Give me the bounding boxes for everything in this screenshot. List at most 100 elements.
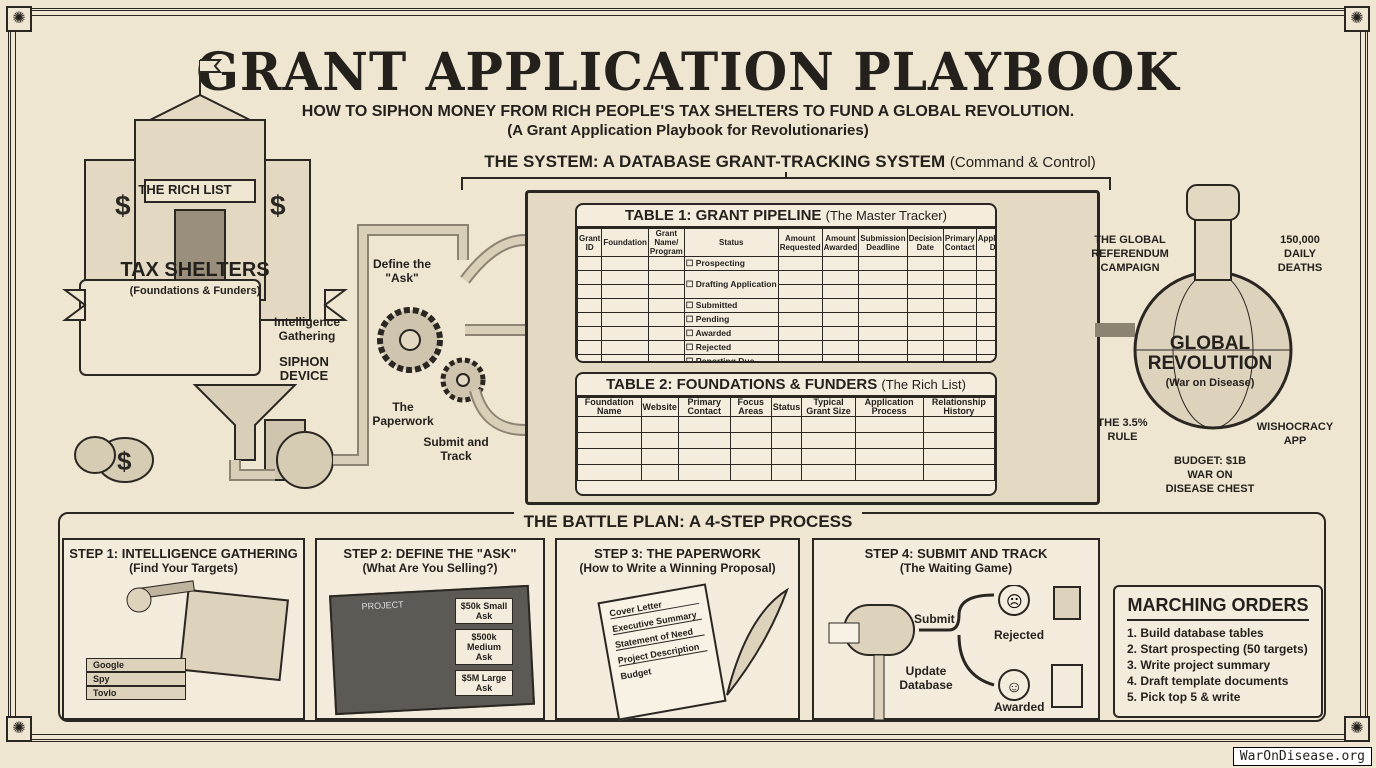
table-cell[interactable] xyxy=(975,256,995,271)
table-cell[interactable] xyxy=(821,298,860,313)
table-cell[interactable] xyxy=(677,464,731,481)
table-cell[interactable] xyxy=(801,432,856,449)
table-cell[interactable] xyxy=(975,298,995,313)
table-cell[interactable] xyxy=(942,340,977,355)
table-cell[interactable] xyxy=(922,432,995,449)
table-cell[interactable] xyxy=(942,256,977,271)
table-cell[interactable] xyxy=(922,448,995,465)
checkbox-icon[interactable]: ☐ xyxy=(685,314,696,324)
table-cell[interactable] xyxy=(801,416,856,433)
table-cell[interactable] xyxy=(777,312,823,327)
table-cell[interactable] xyxy=(777,298,823,313)
checkbox-icon[interactable]: ☐ xyxy=(685,342,696,352)
table-cell[interactable] xyxy=(577,298,603,313)
checkbox-icon[interactable]: ☐ xyxy=(685,356,696,363)
table-cell[interactable] xyxy=(647,284,685,299)
table-cell[interactable] xyxy=(577,432,642,449)
table-cell[interactable] xyxy=(942,354,977,361)
table-cell[interactable] xyxy=(677,448,731,465)
table-cell[interactable] xyxy=(577,340,603,355)
table-cell[interactable] xyxy=(801,448,856,465)
table-cell[interactable] xyxy=(577,270,603,285)
table-cell[interactable] xyxy=(640,464,679,481)
table-cell[interactable] xyxy=(577,354,603,361)
table-cell[interactable] xyxy=(942,312,977,327)
table-cell[interactable] xyxy=(647,312,685,327)
table-cell[interactable] xyxy=(801,464,856,481)
checkbox-icon[interactable]: ☐ xyxy=(685,328,696,338)
table-cell[interactable] xyxy=(577,464,642,481)
table-cell[interactable] xyxy=(906,354,944,361)
table-cell[interactable] xyxy=(647,298,685,313)
table-cell[interactable] xyxy=(601,354,649,361)
table-cell[interactable] xyxy=(577,312,603,327)
table-cell[interactable] xyxy=(906,340,944,355)
table-cell[interactable] xyxy=(770,448,803,465)
checkbox-icon[interactable]: ☐ xyxy=(685,300,696,310)
table-cell[interactable] xyxy=(975,284,995,299)
table-cell[interactable] xyxy=(601,298,649,313)
table-cell[interactable] xyxy=(942,326,977,341)
table-cell[interactable] xyxy=(777,256,823,271)
table-cell[interactable] xyxy=(858,298,908,313)
table-cell[interactable] xyxy=(770,416,803,433)
table-cell[interactable] xyxy=(729,416,772,433)
table-cell[interactable] xyxy=(777,340,823,355)
table-cell[interactable] xyxy=(677,416,731,433)
table-cell[interactable] xyxy=(854,432,924,449)
table-cell[interactable] xyxy=(601,312,649,327)
table-cell[interactable] xyxy=(975,354,995,361)
table-cell[interactable] xyxy=(906,326,944,341)
table-cell[interactable] xyxy=(777,284,823,299)
table-cell[interactable] xyxy=(601,326,649,341)
table-cell[interactable] xyxy=(821,284,860,299)
table-cell[interactable] xyxy=(577,284,603,299)
checkbox-icon[interactable]: ☐ xyxy=(685,258,696,268)
table-cell[interactable] xyxy=(770,464,803,481)
table-cell[interactable] xyxy=(601,270,649,285)
table-cell[interactable] xyxy=(858,270,908,285)
table-cell[interactable] xyxy=(577,448,642,465)
table-cell[interactable] xyxy=(906,270,944,285)
table-cell[interactable] xyxy=(906,256,944,271)
table-cell[interactable] xyxy=(729,464,772,481)
table-cell[interactable] xyxy=(647,340,685,355)
table-cell[interactable] xyxy=(858,326,908,341)
watermark-link[interactable]: WarOnDisease.org xyxy=(1232,747,1372,766)
table-cell[interactable] xyxy=(821,326,860,341)
table-cell[interactable] xyxy=(821,340,860,355)
table-cell[interactable] xyxy=(906,298,944,313)
table-cell[interactable] xyxy=(942,270,977,285)
table-cell[interactable] xyxy=(975,312,995,327)
table-cell[interactable] xyxy=(906,284,944,299)
table-cell[interactable] xyxy=(821,312,860,327)
table-cell[interactable] xyxy=(777,326,823,341)
table-cell[interactable] xyxy=(942,298,977,313)
table-cell[interactable] xyxy=(647,256,685,271)
checkbox-icon[interactable]: ☐ xyxy=(685,279,696,289)
table-cell[interactable] xyxy=(777,354,823,361)
table-cell[interactable] xyxy=(770,432,803,449)
table-cell[interactable] xyxy=(854,464,924,481)
table-cell[interactable] xyxy=(640,416,679,433)
table-cell[interactable] xyxy=(942,284,977,299)
table-cell[interactable] xyxy=(922,464,995,481)
table-cell[interactable] xyxy=(729,448,772,465)
table-cell[interactable] xyxy=(647,326,685,341)
table-cell[interactable] xyxy=(858,354,908,361)
table-cell[interactable] xyxy=(858,256,908,271)
table-cell[interactable] xyxy=(577,416,642,433)
table-cell[interactable] xyxy=(854,416,924,433)
table-cell[interactable] xyxy=(975,270,995,285)
table-cell[interactable] xyxy=(854,448,924,465)
table-cell[interactable] xyxy=(601,256,649,271)
table-cell[interactable] xyxy=(906,312,944,327)
table-cell[interactable] xyxy=(640,448,679,465)
table-cell[interactable] xyxy=(677,432,731,449)
table-cell[interactable] xyxy=(858,284,908,299)
table-cell[interactable] xyxy=(922,416,995,433)
table-cell[interactable] xyxy=(858,340,908,355)
table-cell[interactable] xyxy=(640,432,679,449)
table-cell[interactable] xyxy=(858,312,908,327)
table-cell[interactable] xyxy=(729,432,772,449)
